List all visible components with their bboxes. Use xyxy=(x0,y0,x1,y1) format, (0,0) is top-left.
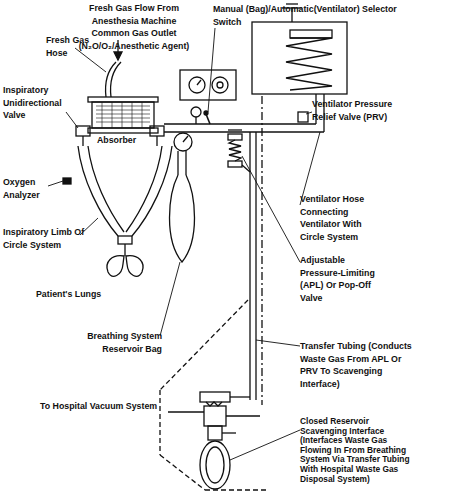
lung xyxy=(107,256,124,276)
reservoir-bag xyxy=(170,151,195,262)
needle xyxy=(183,136,188,142)
transfer-tubing xyxy=(242,96,262,405)
selector-knob xyxy=(204,111,208,115)
frame-line xyxy=(160,300,248,390)
pipe xyxy=(82,136,83,146)
leader-lines xyxy=(48,28,320,460)
gauge-dial xyxy=(191,107,201,117)
callout-label: Manual (Bag)/Automatic(Ventilator) Selec… xyxy=(213,3,403,28)
absorber-base xyxy=(88,128,158,133)
hose-wall xyxy=(164,131,324,132)
callout-label: To Hospital Vacuum System xyxy=(40,400,170,413)
dial xyxy=(212,77,228,93)
pipe xyxy=(156,136,157,146)
callout-label: Patient's Lungs xyxy=(36,288,126,301)
magnification-frame xyxy=(160,300,268,490)
callout-label: Ventilator Pressure Relief Valve (PRV) xyxy=(312,98,412,123)
leader-line xyxy=(160,262,180,336)
leader-line xyxy=(230,430,300,460)
ventilator-box xyxy=(252,22,347,94)
vacuum-line xyxy=(168,411,204,412)
leader-line xyxy=(306,112,312,114)
frame-line xyxy=(159,390,160,455)
monitor xyxy=(180,70,236,100)
callout-label: Oxygen Analyzer xyxy=(3,176,55,201)
apl-valve xyxy=(228,130,242,167)
dial xyxy=(189,77,205,93)
hose xyxy=(110,62,121,97)
oxygen-sensor xyxy=(63,178,71,184)
callout-label: Absorber xyxy=(97,134,167,147)
reservoir-loop xyxy=(206,447,224,483)
callout-label: Transfer Tubing (Conducts Waste Gas From… xyxy=(300,340,414,390)
absorber-canister xyxy=(92,102,154,128)
callout-label: Breathing System Reservoir Bag xyxy=(70,330,162,355)
pressure-gauge xyxy=(174,133,192,151)
monitor-box xyxy=(180,70,236,100)
leader-line xyxy=(256,340,300,346)
tubing xyxy=(230,396,250,397)
needle xyxy=(197,80,201,85)
patient-lungs xyxy=(107,244,143,276)
callout-label: Closed Reservoir Scavenging Interface (I… xyxy=(300,417,412,484)
lung xyxy=(126,256,143,276)
callout-label: Inspiratory Unidirectional Valve xyxy=(3,84,77,122)
absorber-top xyxy=(88,97,158,102)
bellows-plate xyxy=(290,30,332,38)
callout-label: Fresh Gas Hose xyxy=(46,34,98,59)
trachea xyxy=(124,244,125,256)
valve-body xyxy=(228,134,242,140)
gauge xyxy=(191,107,201,124)
leader-line xyxy=(66,112,78,128)
interface-body xyxy=(204,406,226,426)
valve-spring xyxy=(229,140,241,161)
connector xyxy=(208,426,222,440)
tubing xyxy=(222,432,236,433)
dash-line xyxy=(261,96,262,405)
arrow-head xyxy=(114,52,122,60)
ventilator-hose xyxy=(164,94,324,132)
y-piece xyxy=(118,236,132,244)
frame-line xyxy=(160,455,205,490)
leader-line xyxy=(208,28,215,112)
leader-line xyxy=(48,181,63,186)
valve-dome xyxy=(150,126,164,136)
bag-neck xyxy=(185,151,186,175)
dial xyxy=(217,82,223,88)
gauge-stem xyxy=(195,117,196,124)
hose-wall xyxy=(164,123,316,124)
inspiratory-limb xyxy=(88,146,124,232)
bag xyxy=(170,175,195,262)
absorber xyxy=(88,97,158,133)
valve-top xyxy=(228,129,242,130)
callout-label: Ventilator Hose Connecting Ventilator Wi… xyxy=(300,193,384,243)
valve-body xyxy=(228,161,242,167)
callout-label: Fresh Gas Flow From Anesthesia Machine C… xyxy=(72,2,196,52)
reservoir-loop xyxy=(200,441,230,489)
callout-label: Adjustable Pressure-Limiting (APL) Or Po… xyxy=(300,254,386,304)
tubing xyxy=(255,132,256,400)
expiratory-limb xyxy=(132,146,172,236)
bag-neck xyxy=(177,151,178,175)
bellows xyxy=(286,38,332,90)
leader-line xyxy=(75,48,106,72)
inspiratory-limb xyxy=(78,146,118,236)
granules xyxy=(96,102,150,128)
tubing xyxy=(226,415,260,416)
callout-label: Inspiratory Limb Of Circle System xyxy=(3,226,89,251)
leader-line xyxy=(242,156,300,262)
interface-valve xyxy=(200,392,230,402)
scavenging-interface xyxy=(168,392,260,489)
